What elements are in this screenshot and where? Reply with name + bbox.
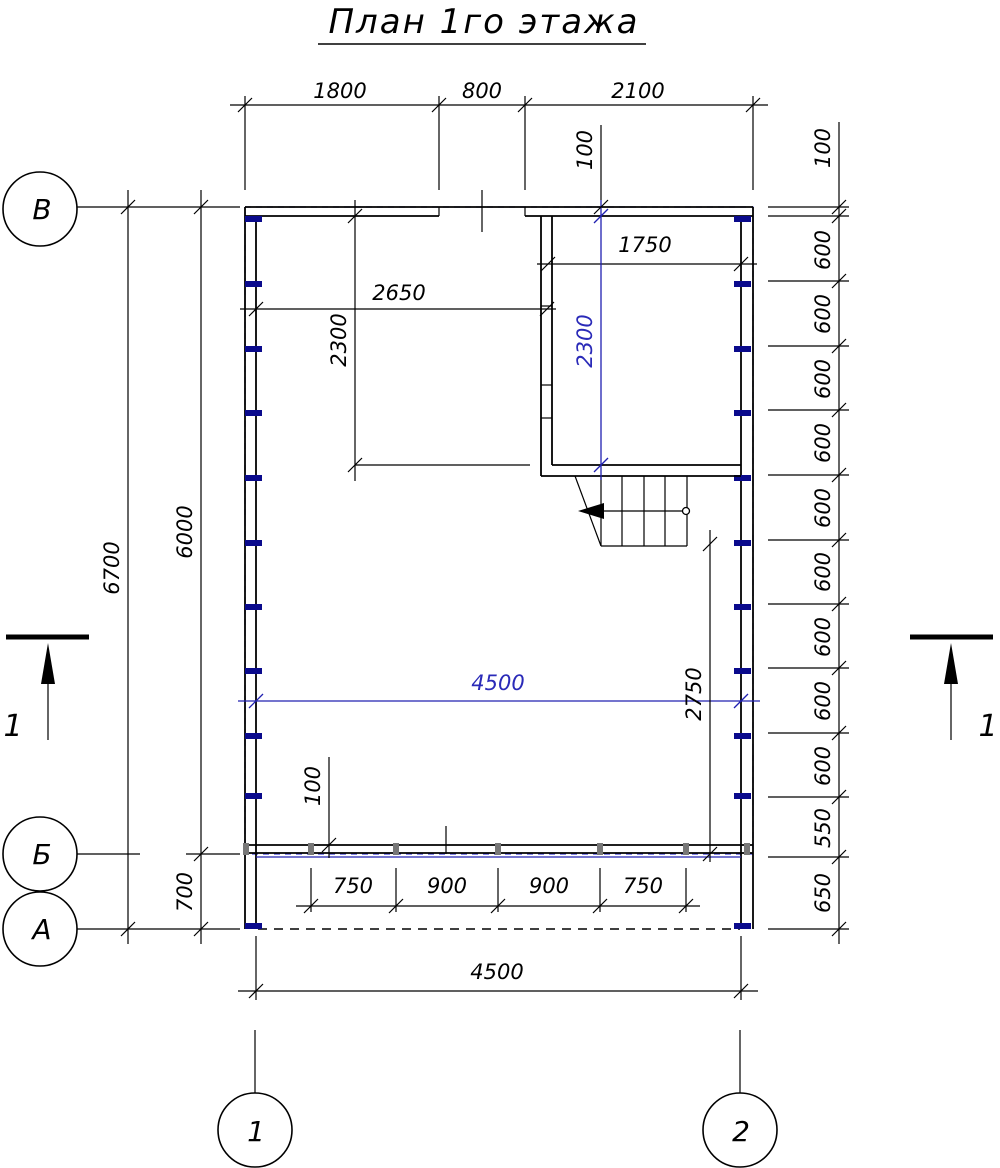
dim-partition-small-label: 100: [301, 766, 325, 806]
dim-bottom-2: 900: [427, 874, 467, 898]
dim-stair-height-label: 2300: [573, 314, 597, 367]
axis-row-b: Б: [2, 816, 240, 892]
dim-top-1: 1800: [313, 79, 366, 103]
dim-top-small-label: 100: [573, 130, 597, 170]
dim-right-7: 600: [811, 617, 835, 657]
dim-room-width-label: 2650: [372, 281, 425, 305]
section-mark-right-label: 1: [978, 709, 997, 744]
dim-room-width: 2650: [240, 281, 556, 317]
dim-room-height: 2300: [327, 200, 530, 481]
wall-b-windows: [243, 826, 750, 855]
axis-row-v: В: [2, 171, 240, 247]
left-dimension-inner: 6000 700: [173, 190, 209, 944]
dim-bottom-4: 750: [623, 874, 663, 898]
dim-building-width-blue-label: 4500: [471, 671, 524, 695]
dim-right-inner: 2750: [682, 530, 718, 862]
dim-building-width-blue: 4500: [238, 671, 760, 709]
axis-row-v-label: В: [32, 193, 51, 226]
axis-col-1-label: 1: [247, 1115, 265, 1148]
dim-room-height-label: 2300: [327, 313, 351, 366]
dim-partition-small: 100: [301, 757, 337, 858]
left-dimension-overall: 6700: [100, 190, 136, 944]
top-dimension-chain: 1800 800 2100: [230, 79, 768, 190]
stair-direction-arrow-icon: [578, 503, 604, 519]
dim-right-10: 550: [811, 808, 835, 848]
dim-right-2: 600: [811, 294, 835, 334]
axis-col-2: 2: [702, 1030, 778, 1168]
wall-posts: [245, 216, 751, 929]
dim-right-inner-label: 2750: [682, 667, 706, 720]
dim-left-inner: 6000: [173, 505, 197, 558]
dim-right-3: 600: [811, 359, 835, 399]
dim-right-1: 600: [811, 230, 835, 270]
axis-row-b-label: Б: [32, 838, 51, 871]
section-arrow-left-icon: [41, 643, 55, 684]
building-walls: [244, 190, 754, 930]
dim-right-5: 600: [811, 488, 835, 528]
dim-left-bottom: 700: [173, 872, 197, 912]
bottom-overall-dimension: 4500: [238, 936, 758, 1000]
right-dimension-chain: 100 600 600 600 600 600 600 600 600 600 …: [768, 122, 849, 944]
axis-col-1: 1: [217, 1030, 293, 1168]
stair-enclosure: [540, 216, 741, 477]
axis-col-2-label: 2: [732, 1115, 750, 1148]
section-arrow-right-icon: [944, 643, 958, 684]
staircase: [574, 475, 691, 547]
dim-stair-width-label: 1750: [618, 233, 671, 257]
dim-right-9: 600: [811, 746, 835, 786]
dim-bottom-1: 750: [333, 874, 373, 898]
axis-row-a-label: А: [30, 913, 51, 946]
dim-right-4: 600: [811, 423, 835, 463]
bottom-window-chain: 750 900 900 750: [296, 868, 700, 914]
section-mark-right: 1: [910, 634, 998, 744]
axis-row-a: А: [2, 891, 240, 967]
dim-stair-height-blue: 2300: [573, 200, 609, 480]
dim-right-11: 650: [811, 873, 835, 913]
dim-bottom-overall: 4500: [470, 960, 523, 984]
dim-right-6: 600: [811, 552, 835, 592]
plan-title: План 1го этажа: [328, 2, 639, 42]
section-mark-left-label: 1: [3, 709, 22, 744]
dim-left-overall: 6700: [100, 541, 124, 594]
dim-right-8: 600: [811, 681, 835, 721]
dim-right-top-small: 100: [811, 128, 835, 168]
section-mark-left: 1: [3, 634, 89, 744]
dim-top-3: 2100: [611, 79, 664, 103]
dim-bottom-3: 900: [529, 874, 569, 898]
dim-stair-width: 1750: [537, 233, 757, 272]
dim-top-2: 800: [462, 79, 502, 103]
dim-small-top: 100: [573, 125, 609, 215]
